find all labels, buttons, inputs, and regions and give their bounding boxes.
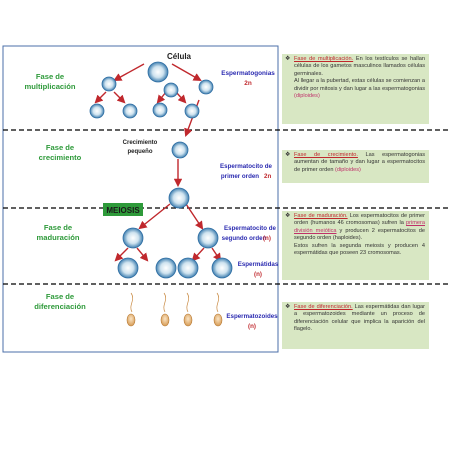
arrow — [185, 203, 204, 230]
note-crecimiento: ❖ Fase de crecimiento. Las espermatogoni… — [282, 150, 429, 183]
note-highlight: (diploides) — [335, 166, 361, 173]
arrow — [175, 91, 187, 104]
label-espermatocito-primer: Espermatocito de — [220, 163, 272, 170]
label-espermatidas-n: (n) — [254, 271, 262, 278]
note-highlight: primera división meiótica — [294, 220, 425, 234]
sperm-tail — [130, 292, 134, 313]
label-celula: Célula — [167, 52, 192, 61]
note-text: Estos sufren la segunda meiosis y produc… — [294, 242, 425, 257]
note-heading: Fase de maduración. — [294, 213, 348, 219]
label-espermatocito-segundo-n: (n) — [263, 235, 271, 242]
bullet-icon: ❖ — [285, 152, 291, 158]
cell — [197, 227, 219, 249]
label-espermatogonias: Espermatogonias — [221, 70, 275, 77]
label-espermatozoides-n: (n) — [248, 323, 256, 330]
arrow — [171, 63, 202, 82]
cell — [89, 103, 105, 119]
sperm-head — [160, 313, 170, 327]
arrow — [94, 91, 107, 104]
sperm-head — [126, 313, 136, 327]
cell — [101, 76, 117, 92]
sperm-head — [213, 313, 223, 327]
label-espermatocito-segundo: Espermatocito de — [224, 225, 276, 232]
bullet-icon: ❖ — [285, 304, 291, 310]
sperm-tail — [163, 292, 167, 313]
bullet-icon: ❖ — [285, 56, 291, 62]
note-maduracion: ❖ Fase de maduración. Los espermatocitos… — [282, 211, 429, 280]
note-text: Las espermatogonias aumentan de tamaño y… — [294, 152, 425, 173]
meiosis-badge — [103, 203, 143, 216]
arrow — [113, 91, 126, 104]
cell — [177, 257, 199, 279]
cell — [152, 102, 168, 118]
arrow — [113, 63, 145, 82]
note-text: Las espermátidas dan lugar a espermatozo… — [294, 304, 425, 333]
arrow — [138, 203, 171, 230]
label-espermatidas: Espermátidas — [238, 261, 279, 268]
note-multiplicacion: ❖ Fase de multiplicación. En los testícu… — [282, 54, 429, 124]
arrow — [114, 247, 129, 262]
sperm-tail — [186, 292, 190, 313]
cell — [117, 257, 139, 279]
cell — [122, 227, 144, 249]
note-text: y producen 2 espermatocitos de segundo o… — [294, 227, 426, 242]
arrow — [191, 247, 205, 262]
cell — [198, 79, 214, 95]
cell — [163, 82, 179, 98]
note-highlight: (diploides) — [294, 93, 320, 100]
cell — [155, 257, 177, 279]
note-text: Al llegar a la pubertad, estas células s… — [294, 78, 425, 92]
note-text: En los testículos se hallan células de l… — [294, 56, 425, 77]
note-heading: Fase de diferenciación. — [294, 304, 353, 310]
meiosis-label: MEIOSIS — [106, 206, 140, 215]
cell — [147, 61, 169, 83]
note-diferenciacion: ❖ Fase de diferenciación. Las espermátid… — [282, 302, 429, 349]
sperm-head — [183, 313, 193, 327]
label-espermatogonias-2n: 2n — [244, 80, 252, 87]
diagram-frame — [2, 45, 279, 353]
label-espermatocito-primer-orden: primer orden — [221, 173, 259, 180]
label-espermatocito-primer-2n: 2n — [264, 173, 271, 180]
cell — [211, 257, 233, 279]
note-heading: Fase de multiplicación. — [294, 56, 354, 62]
bullet-icon: ❖ — [285, 213, 291, 219]
note-heading: Fase de crecimiento. — [294, 152, 358, 158]
arrow — [211, 247, 222, 262]
label-espermatocito-segundo-orden: segundo orden — [222, 235, 267, 242]
cell — [171, 141, 189, 159]
cell — [184, 103, 200, 119]
label-espermatozoides: Espermatozoides — [226, 313, 278, 320]
sperm-tail — [216, 292, 220, 313]
cell — [168, 187, 190, 209]
arrow — [136, 247, 149, 262]
note-text: Los espermatocitos de primer orden (huma… — [294, 213, 425, 227]
cell — [122, 103, 138, 119]
